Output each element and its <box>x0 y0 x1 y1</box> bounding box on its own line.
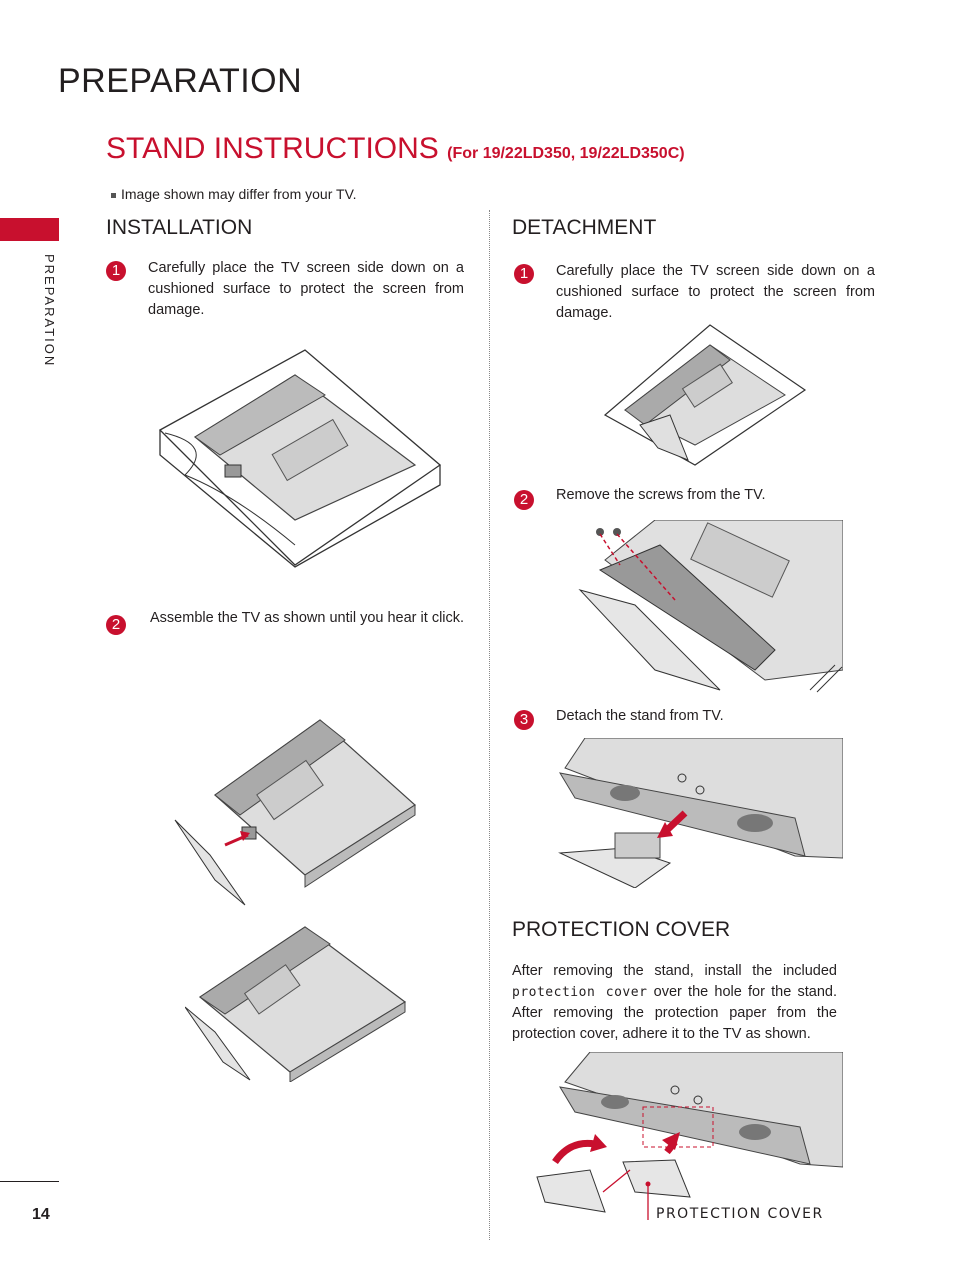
detachment-heading: DETACHMENT <box>512 216 657 239</box>
installation-step-2-text: Assemble the TV as shown until you hear … <box>150 610 465 626</box>
detachment-step-3-text: Detach the stand from TV. <box>556 708 724 724</box>
image-note: Image shown may differ from your TV. <box>111 186 357 202</box>
footer-rule <box>0 1181 59 1182</box>
section-title: STAND INSTRUCTIONS (For 19/22LD350, 19/2… <box>106 132 685 166</box>
protection-cover-instructions: After removing the stand, install the in… <box>512 961 837 1045</box>
column-divider <box>489 210 490 1240</box>
side-tab-marker <box>0 218 59 241</box>
detachment-step-2-number: 2 <box>514 490 534 510</box>
protection-cover-term: protection cover <box>512 985 648 1000</box>
detachment-step-1-number: 1 <box>514 264 534 284</box>
protection-text-after: over the hole for the stand. After remov… <box>512 984 838 1042</box>
install-protection-cover-illustration <box>536 1052 843 1220</box>
section-subtitle: (For 19/22LD350, 19/22LD350C) <box>447 145 685 162</box>
protection-text-before: After removing the stand, install the in… <box>512 963 837 979</box>
assemble-stand-illustration <box>174 719 416 906</box>
installation-step-1-number: 1 <box>106 261 126 281</box>
detachment-step-3-number: 3 <box>514 710 534 730</box>
bullet-square-icon <box>111 192 116 198</box>
installation-step-2-number: 2 <box>106 615 126 635</box>
assembled-tv-illustration <box>185 926 407 1082</box>
section-title-text: STAND INSTRUCTIONS <box>106 132 439 165</box>
installation-heading: INSTALLATION <box>106 216 253 239</box>
detach-stand-illustration <box>558 738 843 888</box>
side-section-label: PREPARATION <box>42 254 57 368</box>
page-number: 14 <box>32 1206 50 1223</box>
remove-screws-illustration <box>578 520 843 693</box>
tv-on-cushion-illustration <box>158 349 442 568</box>
detachment-step-1-text: Carefully place the TV screen side down … <box>556 263 875 321</box>
page-title: PREPARATION <box>58 62 303 100</box>
protection-cover-heading: PROTECTION COVER <box>512 918 731 941</box>
detach-tv-on-cushion-illustration <box>603 324 807 466</box>
installation-step-1-text: Carefully place the TV screen side down … <box>148 260 464 318</box>
image-note-text: Image shown may differ from your TV. <box>121 186 357 202</box>
detachment-step-2-text: Remove the screws from the TV. <box>556 487 766 503</box>
protection-cover-callout: PROTECTION COVER <box>656 1206 824 1222</box>
